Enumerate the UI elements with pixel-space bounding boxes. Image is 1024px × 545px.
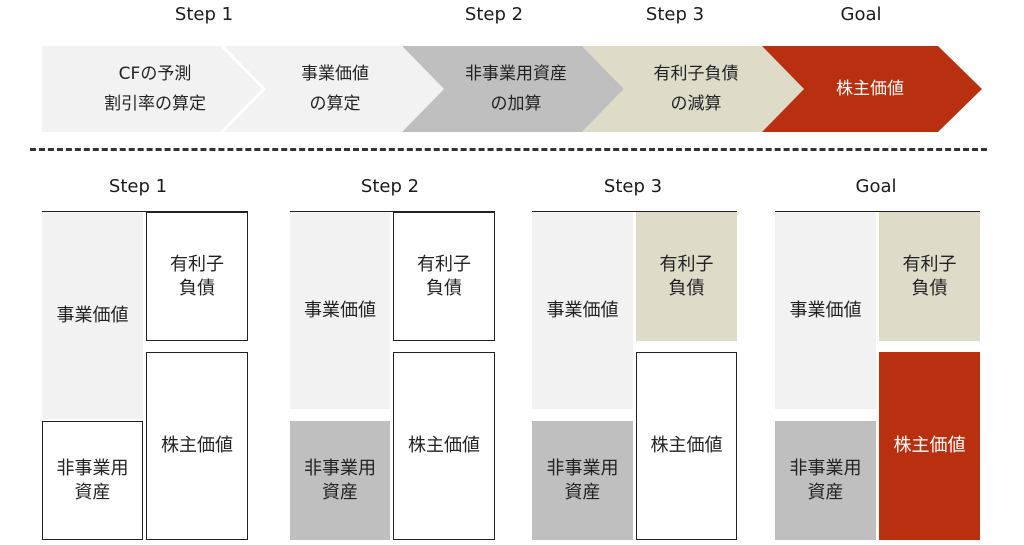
panel-3-title: Step 3: [603, 176, 663, 197]
panel-3-interest-bearing-debt-line2: 負債: [668, 277, 705, 299]
panel-3-top-rule: [532, 211, 737, 212]
panel-4-non-operating-assets: 非事業用 資産: [775, 421, 876, 540]
panel-4-interest-bearing-debt-line2: 負債: [911, 277, 948, 299]
chevron-2-line2: の算定: [309, 94, 361, 114]
panel-2-business-value-label: 事業価値: [304, 299, 376, 321]
panel-3-shareholder-value: 株主価値: [636, 352, 737, 540]
panel-1-non-operating-assets: 非事業用 資産: [42, 421, 143, 540]
panel-1-top-rule: [42, 211, 248, 212]
flow-header-step2: Step 2: [464, 4, 524, 25]
flow-header-goal: Goal: [840, 4, 882, 25]
chevron-1-line2: 割引率の算定: [104, 94, 206, 114]
panel-3-interest-bearing-debt: 有利子 負債: [636, 212, 737, 341]
panel-3-business-value-label: 事業価値: [546, 299, 619, 321]
panel-4-title: Goal: [855, 176, 897, 197]
panel-1-interest-bearing-debt: 有利子 負債: [146, 212, 248, 341]
panel-1-shareholder-value: 株主価値: [146, 352, 248, 540]
panel-4-business-value: 事業価値: [775, 212, 876, 409]
panel-4-shareholder-value: 株主価値: [879, 352, 980, 540]
section-divider: [30, 148, 987, 151]
panel-4-interest-bearing-debt-line1: 有利子: [902, 253, 957, 275]
chevron-5-label: 株主価値: [790, 46, 950, 132]
panel-1-non-operating-assets-line1: 非事業用: [56, 457, 129, 479]
panel-2-non-operating-assets: 非事業用 資産: [290, 421, 390, 540]
panel-4-top-rule: [775, 211, 980, 212]
panel-3-business-value: 事業価値: [532, 212, 633, 409]
panel-4-business-value-label: 事業価値: [789, 299, 862, 321]
chevron-3-line1: 非事業用資産: [465, 64, 567, 84]
panel-1-interest-bearing-debt-line2: 負債: [179, 277, 215, 299]
panel-4-non-operating-assets-line2: 資産: [807, 481, 844, 503]
panel-1-title: Step 1: [108, 176, 168, 197]
panel-3-non-operating-assets: 非事業用 資産: [532, 421, 633, 540]
panel-2-interest-bearing-debt-line2: 負債: [426, 277, 462, 299]
panel-3-interest-bearing-debt-line1: 有利子: [659, 253, 714, 275]
chevron-2-shape: [222, 46, 444, 132]
panel-2-business-value: 事業価値: [290, 212, 390, 409]
panel-1-business-value-label: 事業価値: [56, 304, 129, 326]
panel-3-shareholder-value-label: 株主価値: [650, 435, 723, 456]
panel-2-non-operating-assets-line1: 非事業用: [304, 457, 376, 479]
chevron-2-label: 事業価値 の算定: [250, 46, 420, 132]
process-flow-arrow: [42, 44, 982, 134]
chevron-1-label: CFの予測 割引率の算定: [60, 46, 250, 132]
panel-4-shareholder-value-label: 株主価値: [893, 435, 966, 456]
panel-4-interest-bearing-debt: 有利子 負債: [879, 212, 980, 341]
panel-1-interest-bearing-debt-line1: 有利子: [170, 253, 224, 275]
panel-2-non-operating-assets-line2: 資産: [322, 481, 358, 503]
chevron-4-shape: [582, 46, 804, 132]
chevron-5-line1: 株主価値: [836, 79, 904, 99]
chevron-4-label: 有利子負債 の減算: [608, 46, 784, 132]
panel-2-top-rule: [290, 211, 495, 212]
flow-header-step1: Step 1: [174, 4, 234, 25]
panel-1-business-value: 事業価値: [42, 212, 143, 419]
chevron-1-shape: [42, 46, 262, 132]
chevron-2-line1: 事業価値: [301, 64, 369, 84]
panel-2-interest-bearing-debt: 有利子 負債: [393, 212, 495, 341]
flow-header-step3: Step 3: [645, 4, 705, 25]
chevron-3-label: 非事業用資産 の加算: [428, 46, 604, 132]
chevron-1-line1: CFの予測: [118, 64, 192, 84]
chevron-4-line1: 有利子負債: [653, 64, 739, 84]
panel-3-non-operating-assets-line2: 資産: [564, 481, 601, 503]
panel-4-non-operating-assets-line1: 非事業用: [789, 457, 862, 479]
chevron-3-shape: [402, 46, 624, 132]
panel-2-shareholder-value-label: 株主価値: [408, 435, 480, 456]
chevron-4-line2: の減算: [670, 94, 722, 114]
panel-1-shareholder-value-label: 株主価値: [161, 435, 233, 456]
chevron-3-line2: の加算: [490, 94, 542, 114]
panel-2-interest-bearing-debt-line1: 有利子: [417, 253, 471, 275]
panel-3-non-operating-assets-line1: 非事業用: [546, 457, 619, 479]
chevron-5-shape: [762, 46, 982, 132]
panel-2-shareholder-value: 株主価値: [393, 352, 495, 540]
panel-2-title: Step 2: [360, 176, 420, 197]
panel-1-non-operating-assets-line2: 資産: [74, 481, 111, 503]
